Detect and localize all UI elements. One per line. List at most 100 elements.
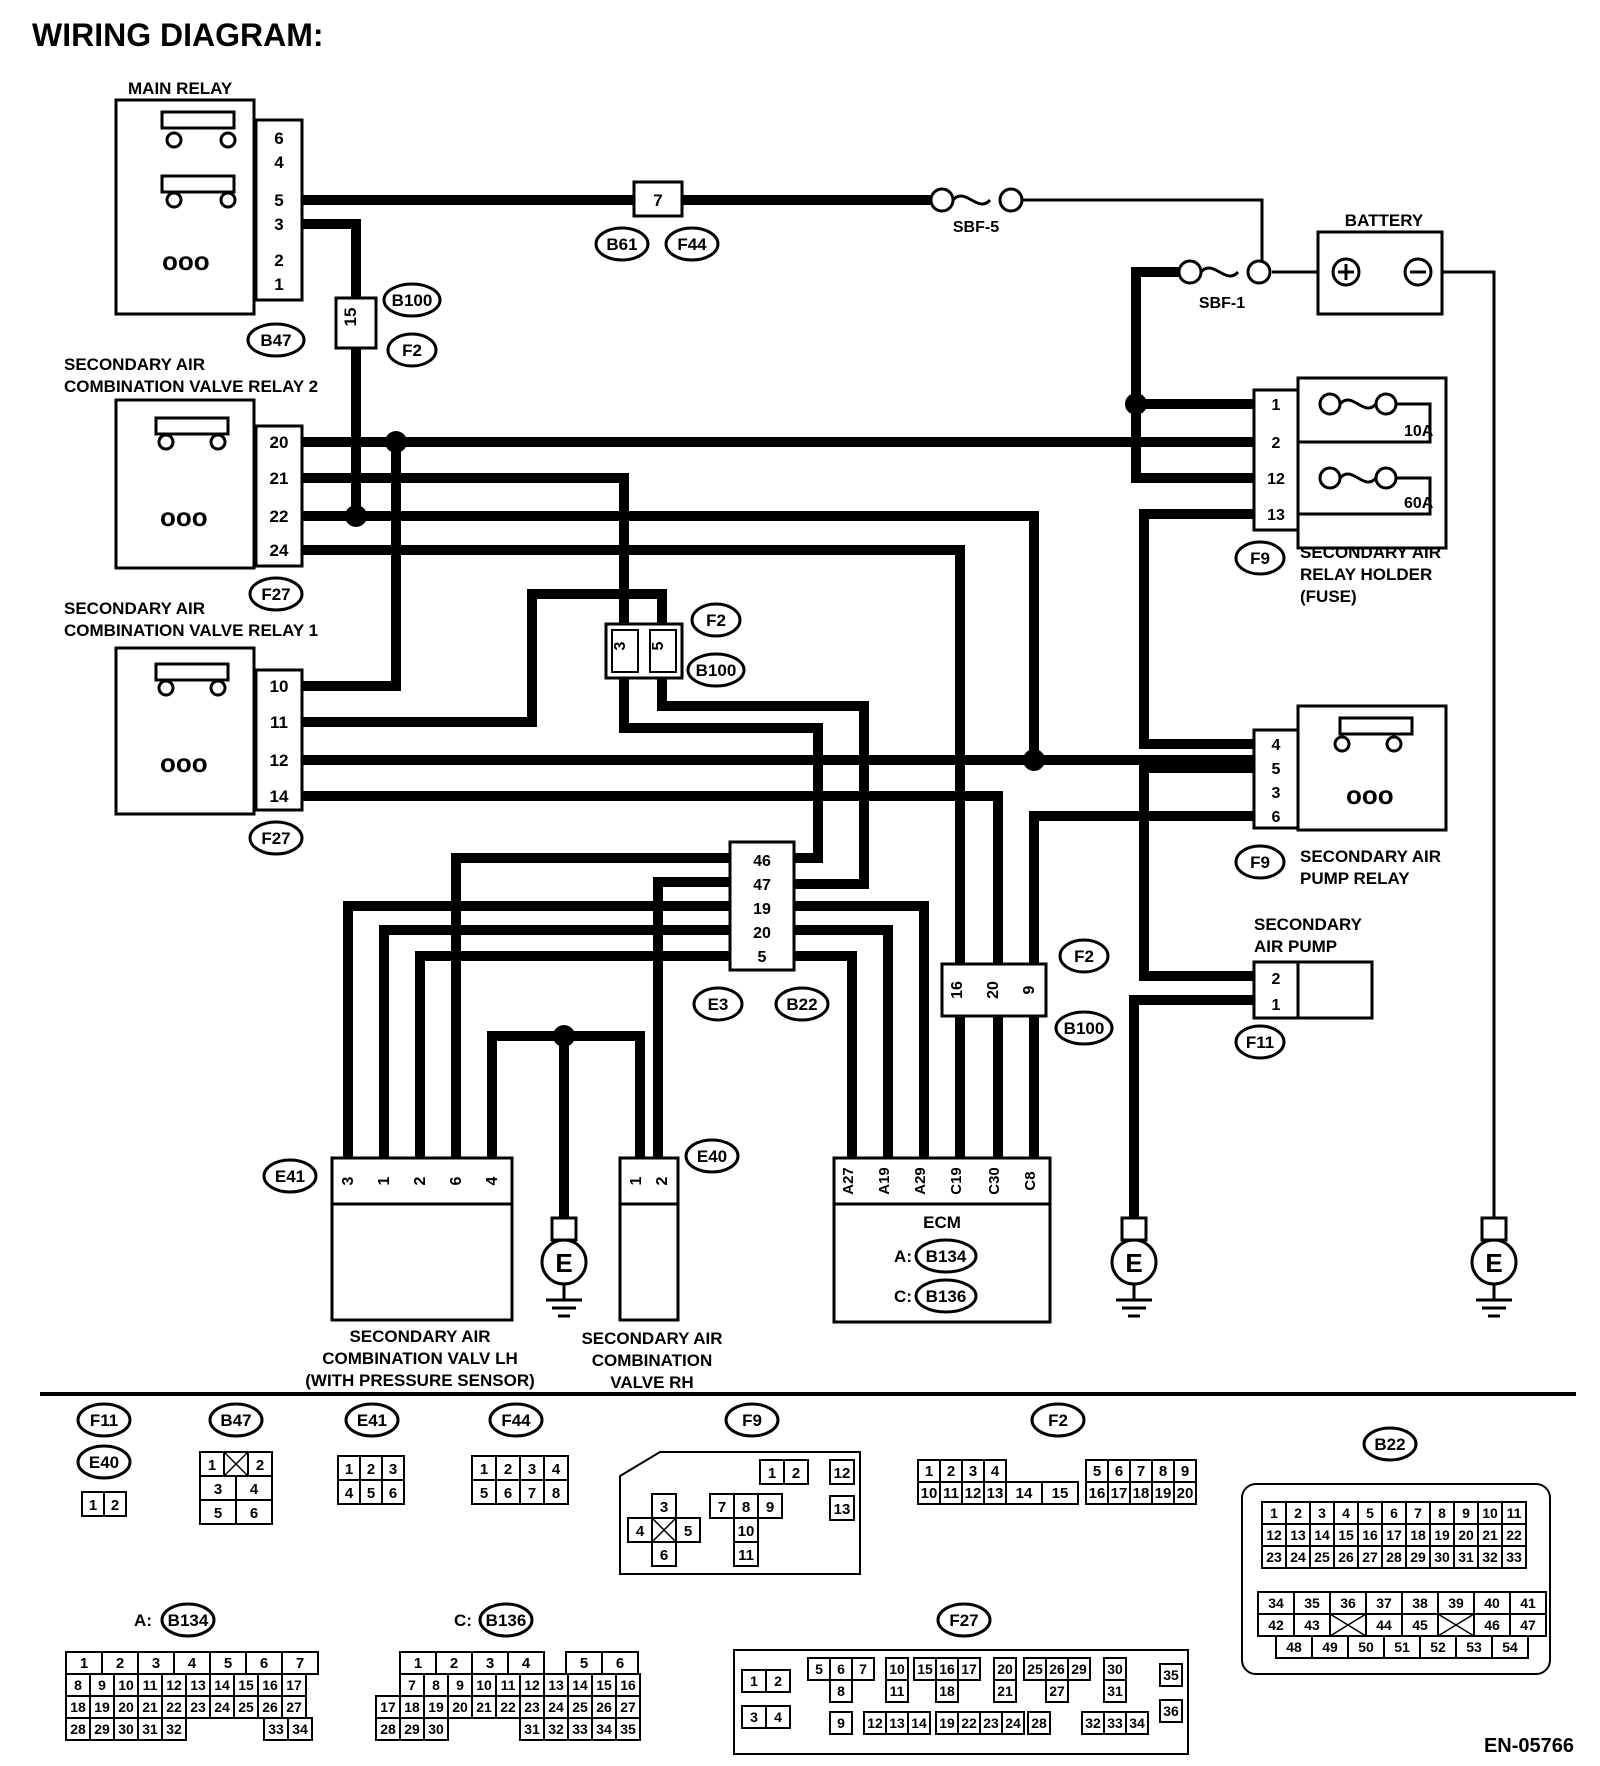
ground-label: E: [1485, 1248, 1502, 1278]
legend-pin: 28: [380, 1721, 396, 1737]
legend-pin: 10: [118, 1677, 134, 1693]
legend-pin: 38: [1412, 1595, 1428, 1611]
legend-pin: 3: [214, 1481, 222, 1498]
relay-holder: 1 2 12 13 10A 60A SECONDARY AIR RELAY HO…: [1252, 376, 1448, 606]
legend-pin: 2: [367, 1461, 375, 1478]
legend-pin: 10: [476, 1677, 492, 1693]
svg-text:SECONDARY AIR: SECONDARY AIR: [349, 1327, 490, 1346]
legend-pin: 4: [1342, 1505, 1350, 1521]
legend-pin: 31: [142, 1721, 158, 1737]
legend-pin: 24: [1290, 1549, 1306, 1565]
legend-pin: 31: [1107, 1683, 1123, 1699]
legend-pin: 15: [1052, 1485, 1069, 1502]
legend-pin: 9: [1181, 1463, 1189, 1480]
legend-pin: 34: [292, 1721, 308, 1737]
legend-pin: 48: [1286, 1639, 1302, 1655]
legend-pin: 9: [837, 1715, 845, 1731]
legend-pin: 19: [94, 1699, 110, 1715]
legend-pin: 5: [1093, 1463, 1101, 1480]
legend-connector-label: B136: [486, 1611, 527, 1630]
svg-text:C19: C19: [948, 1167, 965, 1195]
legend-pin: 4: [774, 1709, 782, 1725]
legend-pin: 25: [1027, 1661, 1043, 1677]
legend-pin: 17: [286, 1677, 302, 1693]
svg-text:F9: F9: [1250, 853, 1270, 872]
legend-pin: 15: [1338, 1527, 1354, 1543]
legend-pin: 30: [1107, 1661, 1123, 1677]
legend-pin: 6: [250, 1505, 258, 1522]
svg-text:SECONDARY AIR: SECONDARY AIR: [1300, 543, 1441, 562]
legend-pin: 13: [190, 1677, 206, 1693]
legend-pin: 1: [480, 1461, 488, 1478]
legend-pin: 7: [859, 1661, 867, 1677]
legend-pin: 7: [1137, 1463, 1145, 1480]
legend-pin: 1: [768, 1465, 776, 1482]
svg-text:PUMP RELAY: PUMP RELAY: [1300, 869, 1410, 888]
legend-pin: 18: [1410, 1527, 1426, 1543]
svg-text:9: 9: [1021, 985, 1038, 994]
legend-pin: 12: [965, 1485, 982, 1502]
legend-pin: 10: [921, 1485, 938, 1502]
legend-pin: 26: [1338, 1549, 1354, 1565]
svg-text:10: 10: [270, 677, 289, 696]
legend-pin: 5: [214, 1505, 222, 1522]
legend-pin: 11: [1507, 1505, 1522, 1521]
svg-text:F27: F27: [261, 829, 290, 848]
legend-pin: 42: [1268, 1617, 1284, 1633]
connector-b47: B47: [260, 331, 291, 350]
legend-pin: 32: [166, 1721, 182, 1737]
svg-text:22: 22: [270, 507, 289, 526]
legend-pin: 7: [1414, 1505, 1422, 1521]
junction-f2-15: 15: [334, 296, 378, 350]
legend-pin: 6: [1115, 1463, 1123, 1480]
legend-pin: 5: [684, 1523, 692, 1540]
legend-pin: 5: [224, 1655, 232, 1672]
legend-connector-label: F27: [949, 1611, 978, 1630]
legend-pin: 15: [596, 1677, 612, 1693]
legend-pin: 35: [1304, 1595, 1320, 1611]
legend-pin: 20: [118, 1699, 134, 1715]
legend-pin: 36: [1163, 1703, 1179, 1719]
svg-text:16: 16: [949, 981, 966, 999]
svg-text:B136: B136: [926, 1287, 967, 1306]
legend-pin: 5: [580, 1655, 588, 1672]
svg-text:SBF-1: SBF-1: [1199, 295, 1245, 312]
legend-pin: 21: [476, 1699, 492, 1715]
legend-pin: 27: [286, 1699, 302, 1715]
legend-pin: 8: [1159, 1463, 1167, 1480]
legend-pin: 3: [486, 1655, 494, 1672]
legend-pin: 30: [428, 1721, 444, 1737]
legend-pin: 16: [620, 1677, 636, 1693]
legend-pin: 1: [80, 1655, 88, 1672]
svg-text:SECONDARY AIR: SECONDARY AIR: [64, 355, 205, 374]
legend-connector-label: B22: [1374, 1435, 1405, 1454]
svg-text:RELAY HOLDER: RELAY HOLDER: [1300, 565, 1432, 584]
legend-pin: 4: [522, 1655, 531, 1672]
legend-pin: 18: [70, 1699, 86, 1715]
svg-text:A19: A19: [876, 1167, 893, 1195]
legend-pin: 24: [214, 1699, 230, 1715]
legend-pin: 2: [774, 1673, 782, 1689]
junction-b61-7: 7: [632, 180, 684, 218]
legend-connector-label: F44: [501, 1411, 531, 1430]
svg-text:A:: A:: [894, 1247, 912, 1266]
svg-text:AIR PUMP: AIR PUMP: [1254, 937, 1337, 956]
svg-text:5: 5: [758, 949, 767, 966]
legend-pin: 4: [636, 1523, 645, 1540]
legend-pin: 13: [548, 1677, 564, 1693]
legend-pin: 45: [1412, 1617, 1428, 1633]
junction-dots: [345, 393, 1147, 1047]
legend-pin: 2: [256, 1457, 264, 1474]
legend-pin: 25: [1314, 1549, 1330, 1565]
legend-pin: 3: [389, 1461, 397, 1478]
legend-connector-label: F11: [90, 1411, 118, 1430]
svg-text:F2: F2: [1074, 947, 1094, 966]
sacv-relay-2: SECONDARY AIR COMBINATION VALVE RELAY 2 …: [64, 355, 318, 570]
legend-pin: 14: [214, 1677, 230, 1693]
